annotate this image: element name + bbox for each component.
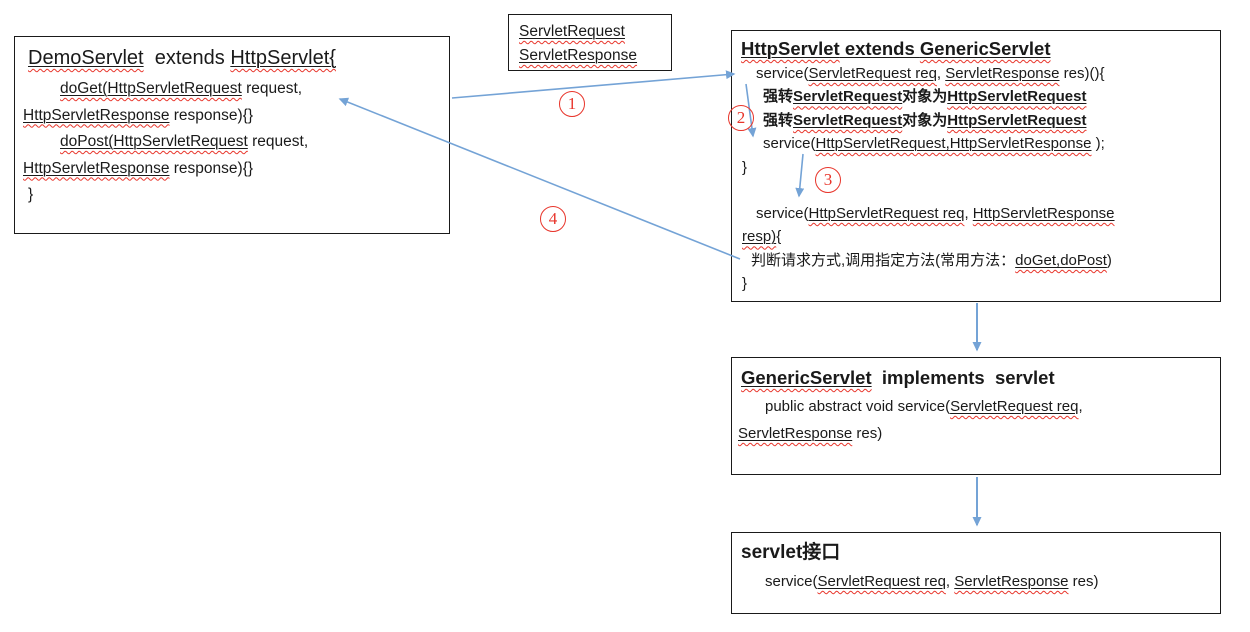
- httpservlet-class-box: HttpServlet extends GenericServlet servi…: [731, 30, 1221, 302]
- step-3-badge: 3: [815, 167, 841, 193]
- code-line-abstract-service: public abstract void service(ServletRequ…: [765, 398, 1083, 415]
- step-1-badge: 1: [559, 91, 585, 117]
- code-line-abstract-service-cont: ServletResponse res): [738, 425, 883, 442]
- code-line-service-http: service(HttpServletRequest req, HttpServ…: [756, 205, 1115, 223]
- code-line-dispatch-comment: 判断请求方式,调用指定方法(常用方法：doGet,doPost): [751, 251, 1112, 269]
- code-line-dopost: doPost(HttpServletRequest request,: [60, 133, 309, 150]
- servlet-request-response-note-box: ServletRequest ServletResponse: [508, 14, 672, 71]
- code-line-resp: resp){: [742, 228, 782, 246]
- code-line-doget: doGet(HttpServletRequest request,: [60, 80, 303, 97]
- code-line-doget-cont: HttpServletResponse response){}: [23, 106, 254, 124]
- httpservlet-title: HttpServlet extends GenericServlet: [741, 38, 1051, 59]
- servlet-interface-title: servlet接口: [741, 542, 841, 563]
- code-line-service-generic: service(ServletRequest req, ServletRespo…: [756, 65, 1105, 82]
- demoservlet-class-box: DemoServlet extends HttpServlet{ doGet(H…: [14, 36, 450, 234]
- step-2-badge: 2: [728, 105, 754, 131]
- genericservlet-title: GenericServlet implements servlet: [741, 367, 1055, 388]
- code-line-cast-request-2: 强转ServletRequest对象为HttpServletRequest: [763, 111, 1087, 129]
- servlet-interface-box: servlet接口 service(ServletRequest req, Se…: [731, 532, 1221, 614]
- code-line-brace-1: }: [742, 158, 748, 176]
- genericservlet-class-box: GenericServlet implements servlet public…: [731, 357, 1221, 475]
- code-line-closing-brace: }: [28, 186, 34, 203]
- demoservlet-title: DemoServlet extends HttpServlet{: [28, 47, 336, 69]
- code-line-brace-2: }: [742, 275, 748, 293]
- note-line-servletrequest: ServletRequest: [519, 23, 625, 40]
- step-4-badge: 4: [540, 206, 566, 232]
- code-line-interface-service: service(ServletRequest req, ServletRespo…: [765, 573, 1099, 590]
- note-line-servletresponse: ServletResponse: [519, 47, 638, 64]
- code-line-cast-request-1: 强转ServletRequest对象为HttpServletRequest: [763, 88, 1087, 106]
- code-line-dopost-cont: HttpServletResponse response){}: [23, 159, 254, 177]
- code-line-service-call: service(HttpServletRequest,HttpServletRe…: [763, 135, 1105, 153]
- arrow-step1-demo-to-httpservlet: [451, 70, 736, 99]
- code-blank-line: [732, 179, 1220, 202]
